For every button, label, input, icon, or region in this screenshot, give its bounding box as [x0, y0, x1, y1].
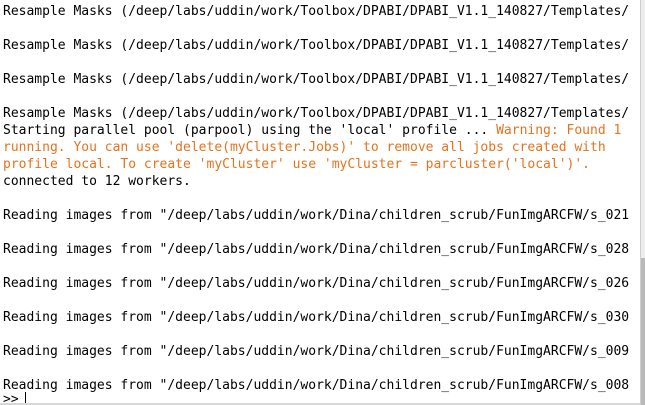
output-line-reading-1: Reading images from "/deep/labs/uddin/wo… [3, 208, 630, 223]
output-line-reading-3: Reading images from "/deep/labs/uddin/wo… [3, 276, 630, 291]
parpool-text: Starting parallel pool (parpool) using t… [3, 123, 497, 138]
output-line-resample-1: Resample Masks (/deep/labs/uddin/work/To… [3, 4, 630, 19]
vertical-scrollbar[interactable] [640, 0, 645, 405]
warning-text-line2: running. You can use 'delete(myCluster.J… [3, 140, 606, 155]
horizontal-scrollbar[interactable] [0, 403, 640, 405]
output-line-parpool: Starting parallel pool (parpool) using t… [3, 122, 621, 139]
warning-text-part1: Warning: Found 1 [496, 123, 622, 138]
command-prompt[interactable]: >> [3, 391, 26, 405]
output-line-reading-2: Reading images from "/deep/labs/uddin/wo… [3, 242, 630, 257]
output-line-resample-4: Resample Masks (/deep/labs/uddin/work/To… [3, 106, 630, 121]
scrollbar-thumb[interactable] [641, 258, 645, 405]
output-line-resample-3: Resample Masks (/deep/labs/uddin/work/To… [3, 72, 630, 87]
output-line-reading-6: Reading images from "/deep/labs/uddin/wo… [3, 378, 630, 393]
warning-text-line3: profile local. To create 'myCluster' use… [3, 157, 590, 172]
text-cursor [24, 392, 26, 404]
prompt-symbol: >> [3, 392, 19, 405]
output-line-resample-2: Resample Masks (/deep/labs/uddin/work/To… [3, 38, 630, 53]
output-line-reading-4: Reading images from "/deep/labs/uddin/wo… [3, 310, 630, 325]
output-line-connected: connected to 12 workers. [3, 174, 191, 189]
output-line-reading-5: Reading images from "/deep/labs/uddin/wo… [3, 344, 630, 359]
